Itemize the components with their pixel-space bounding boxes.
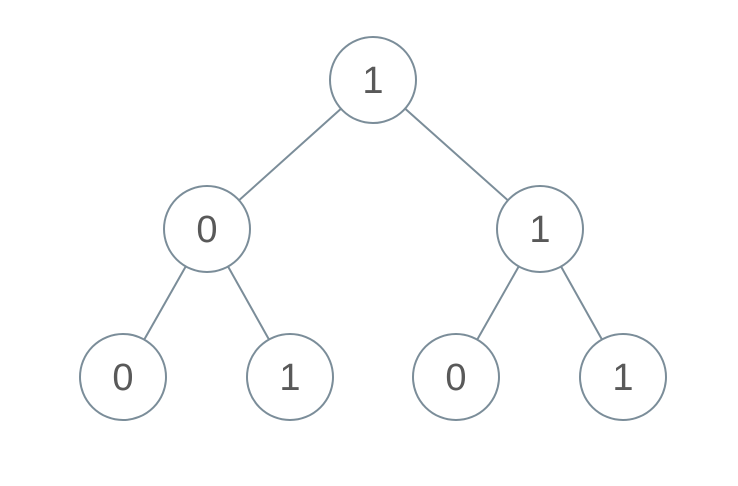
tree-node-root-circle <box>329 36 417 124</box>
tree-node-rightleft-label: 0 <box>445 357 466 399</box>
tree-node-rightleft-circle <box>412 333 500 421</box>
tree-node-leftleft-circle <box>79 333 167 421</box>
tree-node-leftleft-label: 0 <box>112 357 133 399</box>
tree-node-left-label: 0 <box>196 209 217 251</box>
tree-node-rightright-label: 1 <box>612 357 633 399</box>
tree-node-left-circle <box>163 185 251 273</box>
tree-node-root-label: 1 <box>362 60 383 102</box>
tree-node-right-label: 1 <box>529 209 550 251</box>
tree-node-leftright-label: 1 <box>279 357 300 399</box>
tree-node-right-circle <box>496 185 584 273</box>
tree-node-leftright-circle <box>246 333 334 421</box>
tree-node-rightright-circle <box>579 333 667 421</box>
